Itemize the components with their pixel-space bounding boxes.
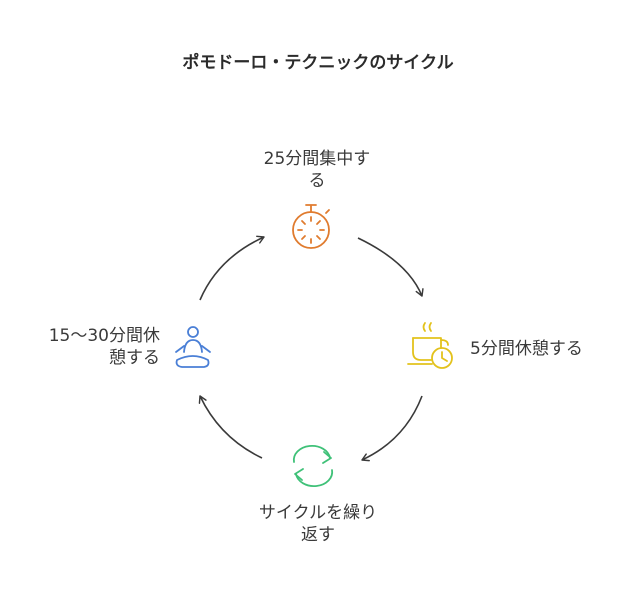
cycle-arrows-icon bbox=[292, 444, 334, 488]
meditation-icon bbox=[175, 326, 211, 368]
arrow-break-to-repeat bbox=[361, 395, 423, 462]
step-label-long-break: 15〜30分間休 憩する bbox=[48, 326, 160, 368]
coffee-clock-icon bbox=[407, 322, 453, 369]
arrow-long-to-focus bbox=[199, 235, 265, 301]
arrow-focus-to-break bbox=[357, 237, 424, 297]
arrow-repeat-to-long bbox=[198, 395, 263, 459]
diagram-title: ポモドーロ・テクニックのサイクル bbox=[182, 53, 454, 73]
stopwatch-icon bbox=[292, 204, 330, 249]
step-label-short-break: 5分間休憩する bbox=[470, 339, 583, 359]
step-label-focus: 25分間集中す る bbox=[263, 149, 371, 191]
step-label-repeat: サイクルを繰り 返す bbox=[258, 503, 378, 545]
